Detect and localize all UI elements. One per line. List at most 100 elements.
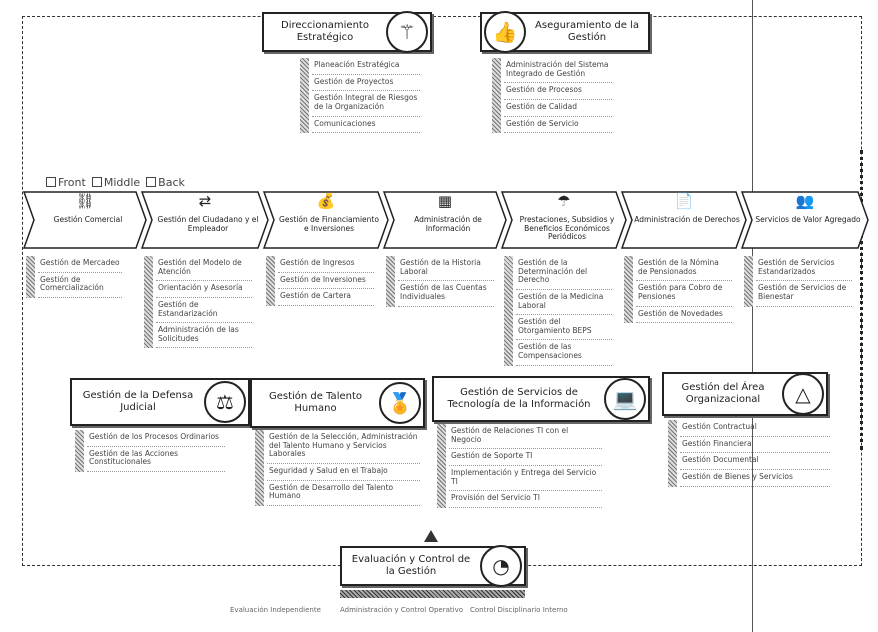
subprocess-item[interactable]: Gestión Documental bbox=[680, 453, 830, 470]
subprocess-item[interactable]: Gestión de Bienes y Servicios bbox=[680, 470, 830, 487]
legend-option[interactable]: Back bbox=[146, 176, 185, 189]
pattern-strip bbox=[75, 430, 84, 472]
evaluation-subprocess[interactable]: Control Disciplinario Interno bbox=[470, 606, 568, 614]
subprocess-item[interactable]: Administración del Sistema Integrado de … bbox=[504, 58, 612, 84]
subprocess-item[interactable]: Implementación y Entrega del Servicio TI bbox=[449, 466, 602, 492]
process-title: Gestión de la Defensa Judicial bbox=[82, 390, 194, 413]
checkbox[interactable] bbox=[91, 177, 102, 187]
chevron-shape bbox=[620, 191, 747, 249]
pattern-strip bbox=[744, 256, 753, 307]
database-icon: ▦ bbox=[437, 192, 453, 210]
legend-label: Back bbox=[158, 176, 185, 189]
subprocess-item[interactable]: Planeación Estratégica bbox=[312, 58, 420, 75]
legend-option[interactable]: Middle bbox=[91, 176, 140, 189]
subprocess-item[interactable]: Gestión de Calidad bbox=[504, 100, 612, 117]
person-arrows-icon: ⇄ bbox=[198, 192, 212, 210]
chevron-shape bbox=[500, 191, 627, 249]
subprocess-item[interactable]: Gestión de Ingresos bbox=[278, 256, 374, 273]
laptop-icon: 💻 bbox=[604, 378, 646, 420]
subprocess-item[interactable]: Gestión de Servicio bbox=[504, 117, 612, 134]
pattern-strip bbox=[504, 256, 513, 366]
chevron-title: Gestión Comercial bbox=[53, 215, 123, 224]
subprocess-item[interactable]: Orientación y Asesoría bbox=[156, 281, 252, 298]
process-title: Gestión de Servicios de Tecnología de la… bbox=[447, 387, 591, 410]
value-chain-chevron[interactable]: ▦Administración de Información bbox=[382, 190, 508, 250]
value-chain-chevron[interactable]: ⛓ Gestión Comercial bbox=[22, 190, 148, 250]
subprocess-item[interactable]: Comunicaciones bbox=[312, 117, 420, 134]
value-chain-chevron[interactable]: ⇄ Gestión del Ciudadano y el Empleador bbox=[140, 190, 270, 250]
assurance-subprocess-list: Administración del Sistema Integrado de … bbox=[492, 58, 612, 134]
subprocess-item[interactable]: Gestión de Inversiones bbox=[278, 273, 374, 290]
checkbox[interactable] bbox=[46, 177, 56, 187]
front-middle-back-legend: Front Middle Back bbox=[46, 176, 185, 189]
chevron-shape bbox=[22, 191, 147, 249]
chevron-title: Gestión del Ciudadano y el Empleador bbox=[157, 215, 259, 233]
subprocess-item[interactable]: Gestión de las Cuentas Individuales bbox=[398, 281, 494, 307]
pattern-strip bbox=[437, 424, 446, 508]
document-icon: 📄 bbox=[674, 192, 694, 210]
value-chain-chevron[interactable]: 👥Servicios de Valor Agregado bbox=[740, 190, 870, 250]
org-chart-icon: ⛓ bbox=[75, 192, 95, 210]
evaluation-subprocess[interactable]: Administración y Control Operativo bbox=[340, 606, 463, 614]
pattern-strip bbox=[26, 256, 35, 298]
subprocess-item[interactable]: Gestión de la Determinación del Derecho bbox=[516, 256, 612, 290]
subprocess-item[interactable]: Gestión de Novedades bbox=[636, 307, 732, 324]
pattern-strip bbox=[386, 256, 395, 307]
pattern-bar bbox=[340, 590, 525, 598]
pattern-strip bbox=[492, 58, 501, 134]
process-title: Aseguramiento de la Gestión bbox=[535, 20, 639, 43]
subprocess-item[interactable]: Provisión del Servicio TI bbox=[449, 491, 602, 508]
subprocess-item[interactable]: Administración de las Solicitudes bbox=[156, 323, 252, 349]
subprocess-item[interactable]: Gestión de las Acciones Constitucionales bbox=[87, 447, 225, 472]
pattern-strip bbox=[668, 420, 677, 487]
subprocess-item[interactable]: Gestión de Mercadeo bbox=[38, 256, 122, 273]
subprocess-item[interactable]: Seguridad y Salud en el Trabajo bbox=[267, 464, 420, 481]
subprocess-item[interactable]: Gestión de Proyectos bbox=[312, 75, 420, 92]
thumbs-up-icon: 👍 bbox=[484, 11, 526, 53]
pattern-strip bbox=[300, 58, 309, 134]
chevron-title: Servicios de Valor Agregado bbox=[755, 215, 861, 224]
subprocess-item[interactable]: Gestión de Comercialización bbox=[38, 273, 122, 298]
subprocess-item[interactable]: Gestión de los Procesos Ordinarios bbox=[87, 430, 225, 447]
arrow-up-icon bbox=[424, 530, 438, 542]
support-subprocess-list: Gestión de la Selección, Administración … bbox=[255, 430, 420, 506]
subprocess-item[interactable]: Gestión de Soporte TI bbox=[449, 449, 602, 466]
subprocess-item[interactable]: Gestión de Relaciones TI con el Negocio bbox=[449, 424, 602, 450]
subprocess-item[interactable]: Gestión de la Selección, Administración … bbox=[267, 430, 420, 464]
value-chain-chevron[interactable]: 📄 Administración de Derechos bbox=[620, 190, 748, 250]
pattern-strip bbox=[624, 256, 633, 324]
subprocess-item[interactable]: Gestión de Servicios de Bienestar bbox=[756, 281, 852, 307]
subprocess-item[interactable]: Gestión de Procesos bbox=[504, 83, 612, 100]
subprocess-item[interactable]: Gestión Integral de Riesgos de la Organi… bbox=[312, 91, 420, 117]
chevron-shape bbox=[140, 191, 269, 249]
value-chain-chevron[interactable]: ☂Prestaciones, Subsidios y Beneficios Ec… bbox=[500, 190, 628, 250]
value-chain-chevron[interactable]: 💰Gestión de Financiamiento e Inversiones bbox=[262, 190, 390, 250]
chevron-title: Administración de Derechos bbox=[634, 215, 740, 224]
legend-option[interactable]: Front bbox=[46, 176, 86, 189]
subprocess-item[interactable]: Gestión de Servicios Estandarizados bbox=[756, 256, 852, 282]
subprocess-item[interactable]: Gestión de la Medicina Laboral bbox=[516, 290, 612, 316]
process-title: Direccionamiento Estratégico bbox=[281, 20, 369, 43]
chevron-shape bbox=[740, 191, 869, 249]
subprocess-item[interactable]: Gestión de la Historia Laboral bbox=[398, 256, 494, 282]
subprocess-item[interactable]: Gestión Financiera bbox=[680, 437, 830, 454]
badge-icon: 🏅 bbox=[379, 382, 421, 424]
subprocess-item[interactable]: Gestión del Otorgamiento BEPS bbox=[516, 315, 612, 341]
subprocess-item[interactable]: Gestión de Desarrollo del Talento Humano bbox=[267, 481, 420, 506]
chevron-shape bbox=[382, 191, 507, 249]
subprocess-item[interactable]: Gestión de Cartera bbox=[278, 289, 374, 306]
subprocess-item[interactable]: Gestión del Modelo de Atención bbox=[156, 256, 252, 282]
subprocess-item[interactable]: Gestión de la Nómina de Pensionados bbox=[636, 256, 732, 282]
subprocess-item[interactable]: Gestión para Cobro de Pensiones bbox=[636, 281, 732, 307]
subprocess-item[interactable]: Gestión Contractual bbox=[680, 420, 830, 437]
subprocess-item[interactable]: Gestión de las Compensaciones bbox=[516, 340, 612, 366]
subprocess-item[interactable]: Gestión de Estandarización bbox=[156, 298, 252, 324]
checkbox[interactable] bbox=[146, 177, 157, 187]
evaluation-subprocess[interactable]: Evaluación Independiente bbox=[230, 606, 321, 614]
